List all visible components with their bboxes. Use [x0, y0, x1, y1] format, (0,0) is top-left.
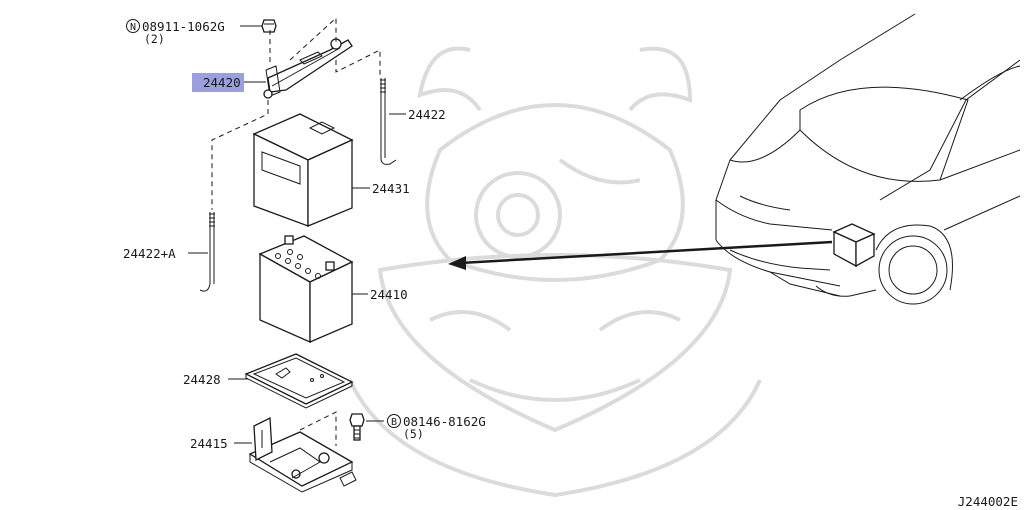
bolt-part [349, 413, 365, 441]
location-arrow [448, 240, 833, 270]
prefix-circle-n [126, 19, 140, 33]
rod-24422 [380, 78, 397, 165]
qty-2: (2) [144, 32, 165, 46]
battery-bracket-24415 [248, 416, 357, 493]
prefix-n: N [130, 22, 136, 33]
label-24428[interactable]: 24428 [183, 372, 221, 387]
battery-24410 [258, 235, 354, 343]
label-24415[interactable]: 24415 [190, 436, 228, 451]
nut-part [261, 19, 277, 33]
battery-cover-24431 [252, 113, 354, 227]
rod-24422a [199, 212, 215, 292]
label-24422[interactable]: 24422 [408, 107, 446, 122]
diagram-code: J244002E [958, 494, 1018, 509]
highlight-24420[interactable] [192, 73, 244, 92]
watermark-logo [348, 46, 762, 498]
label-08146-8162G[interactable]: 08146-8162G [403, 414, 486, 429]
battery-frame-24420 [263, 38, 353, 99]
label-24420[interactable]: 24420 [203, 75, 241, 90]
prefix-b: B [391, 417, 397, 428]
car-illustration [715, 13, 1021, 305]
qty-5: (5) [403, 427, 424, 441]
label-24422-A[interactable]: 24422+A [123, 246, 176, 261]
label-24431[interactable]: 24431 [372, 181, 410, 196]
label-24410[interactable]: 24410 [370, 287, 408, 302]
battery-tray-24428 [244, 353, 354, 409]
label-08911-1062G[interactable]: 08911-1062G [142, 19, 225, 34]
prefix-circle-b [387, 414, 401, 428]
